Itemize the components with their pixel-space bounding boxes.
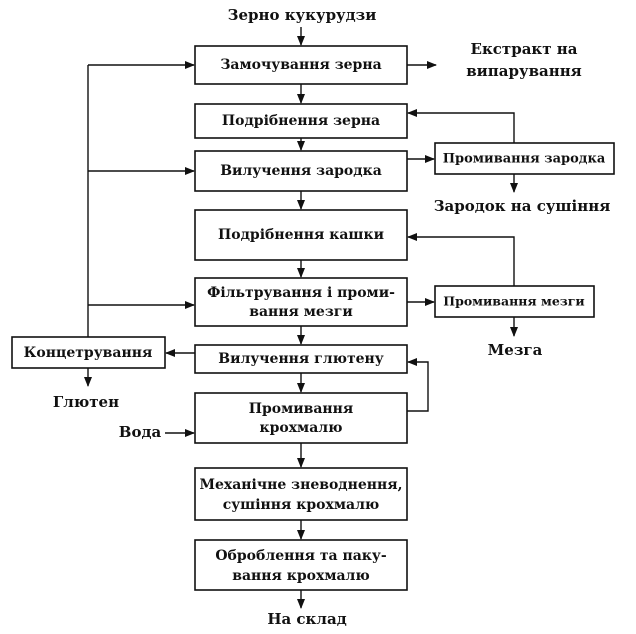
step-grits-grinding-label: Подрібнення кашки bbox=[218, 227, 384, 243]
gluten-output-label: Глютен bbox=[53, 393, 119, 411]
step-grits-grinding: Подрібнення кашки bbox=[194, 209, 408, 261]
step-germ-removal-label: Вилучення зародка bbox=[220, 163, 382, 179]
side-step-germ-washing-label: Промивання зародка bbox=[443, 152, 606, 167]
pulp-output-label: Мезга bbox=[488, 341, 543, 359]
side-step-concentration: Концетрування bbox=[11, 336, 166, 369]
side-step-concentration-label: Концетрування bbox=[24, 345, 153, 361]
step-soaking-label: Замочування зерна bbox=[220, 57, 381, 73]
step-grinding: Подрібнення зерна bbox=[194, 103, 408, 139]
step-starch-washing-label-line2: крохмалю bbox=[259, 420, 342, 436]
step-filtering: Фільтрування і проми- вання мезги bbox=[194, 277, 408, 327]
step-grinding-label: Подрібнення зерна bbox=[222, 113, 380, 129]
step-soaking: Замочування зерна bbox=[194, 45, 408, 85]
step-germ-removal: Вилучення зародка bbox=[194, 150, 408, 192]
step-processing-packing: Оброблення та паку- вання крохмалю bbox=[194, 539, 408, 591]
step-gluten-removal: Вилучення глютену bbox=[194, 344, 408, 374]
flow-connectors bbox=[84, 27, 518, 609]
water-input-label: Вода bbox=[119, 423, 162, 441]
input-corn-label: Зерно кукурудзи bbox=[228, 6, 377, 24]
step-dewatering-drying: Механічне зневоднення, сушіння крохмалю bbox=[194, 467, 408, 521]
extract-output-label-line1: Екстракт на bbox=[471, 40, 578, 58]
germ-drying-output-label: Зародок на сушіння bbox=[434, 197, 611, 215]
extract-output-label-line2: випарування bbox=[466, 62, 582, 80]
side-step-pulp-washing: Промивання мезги bbox=[434, 285, 595, 318]
step-starch-washing: Промивання крохмалю bbox=[194, 392, 408, 444]
step-starch-washing-label-line1: Промивання bbox=[249, 401, 354, 417]
warehouse-output-label: На склад bbox=[267, 610, 346, 628]
side-step-pulp-washing-label: Промивання мезги bbox=[443, 294, 584, 309]
step-filtering-label-line2: вання мезги bbox=[249, 304, 352, 320]
step-dewatering-label-line2: сушіння крохмалю bbox=[223, 497, 380, 513]
side-step-germ-washing: Промивання зародка bbox=[434, 142, 615, 175]
step-packing-label-line1: Оброблення та паку- bbox=[215, 548, 386, 564]
step-dewatering-label-line1: Механічне зневоднення, bbox=[199, 477, 402, 493]
step-filtering-label-line1: Фільтрування і проми- bbox=[207, 285, 395, 301]
step-packing-label-line2: вання крохмалю bbox=[232, 568, 370, 584]
step-gluten-removal-label: Вилучення глютену bbox=[218, 351, 384, 367]
